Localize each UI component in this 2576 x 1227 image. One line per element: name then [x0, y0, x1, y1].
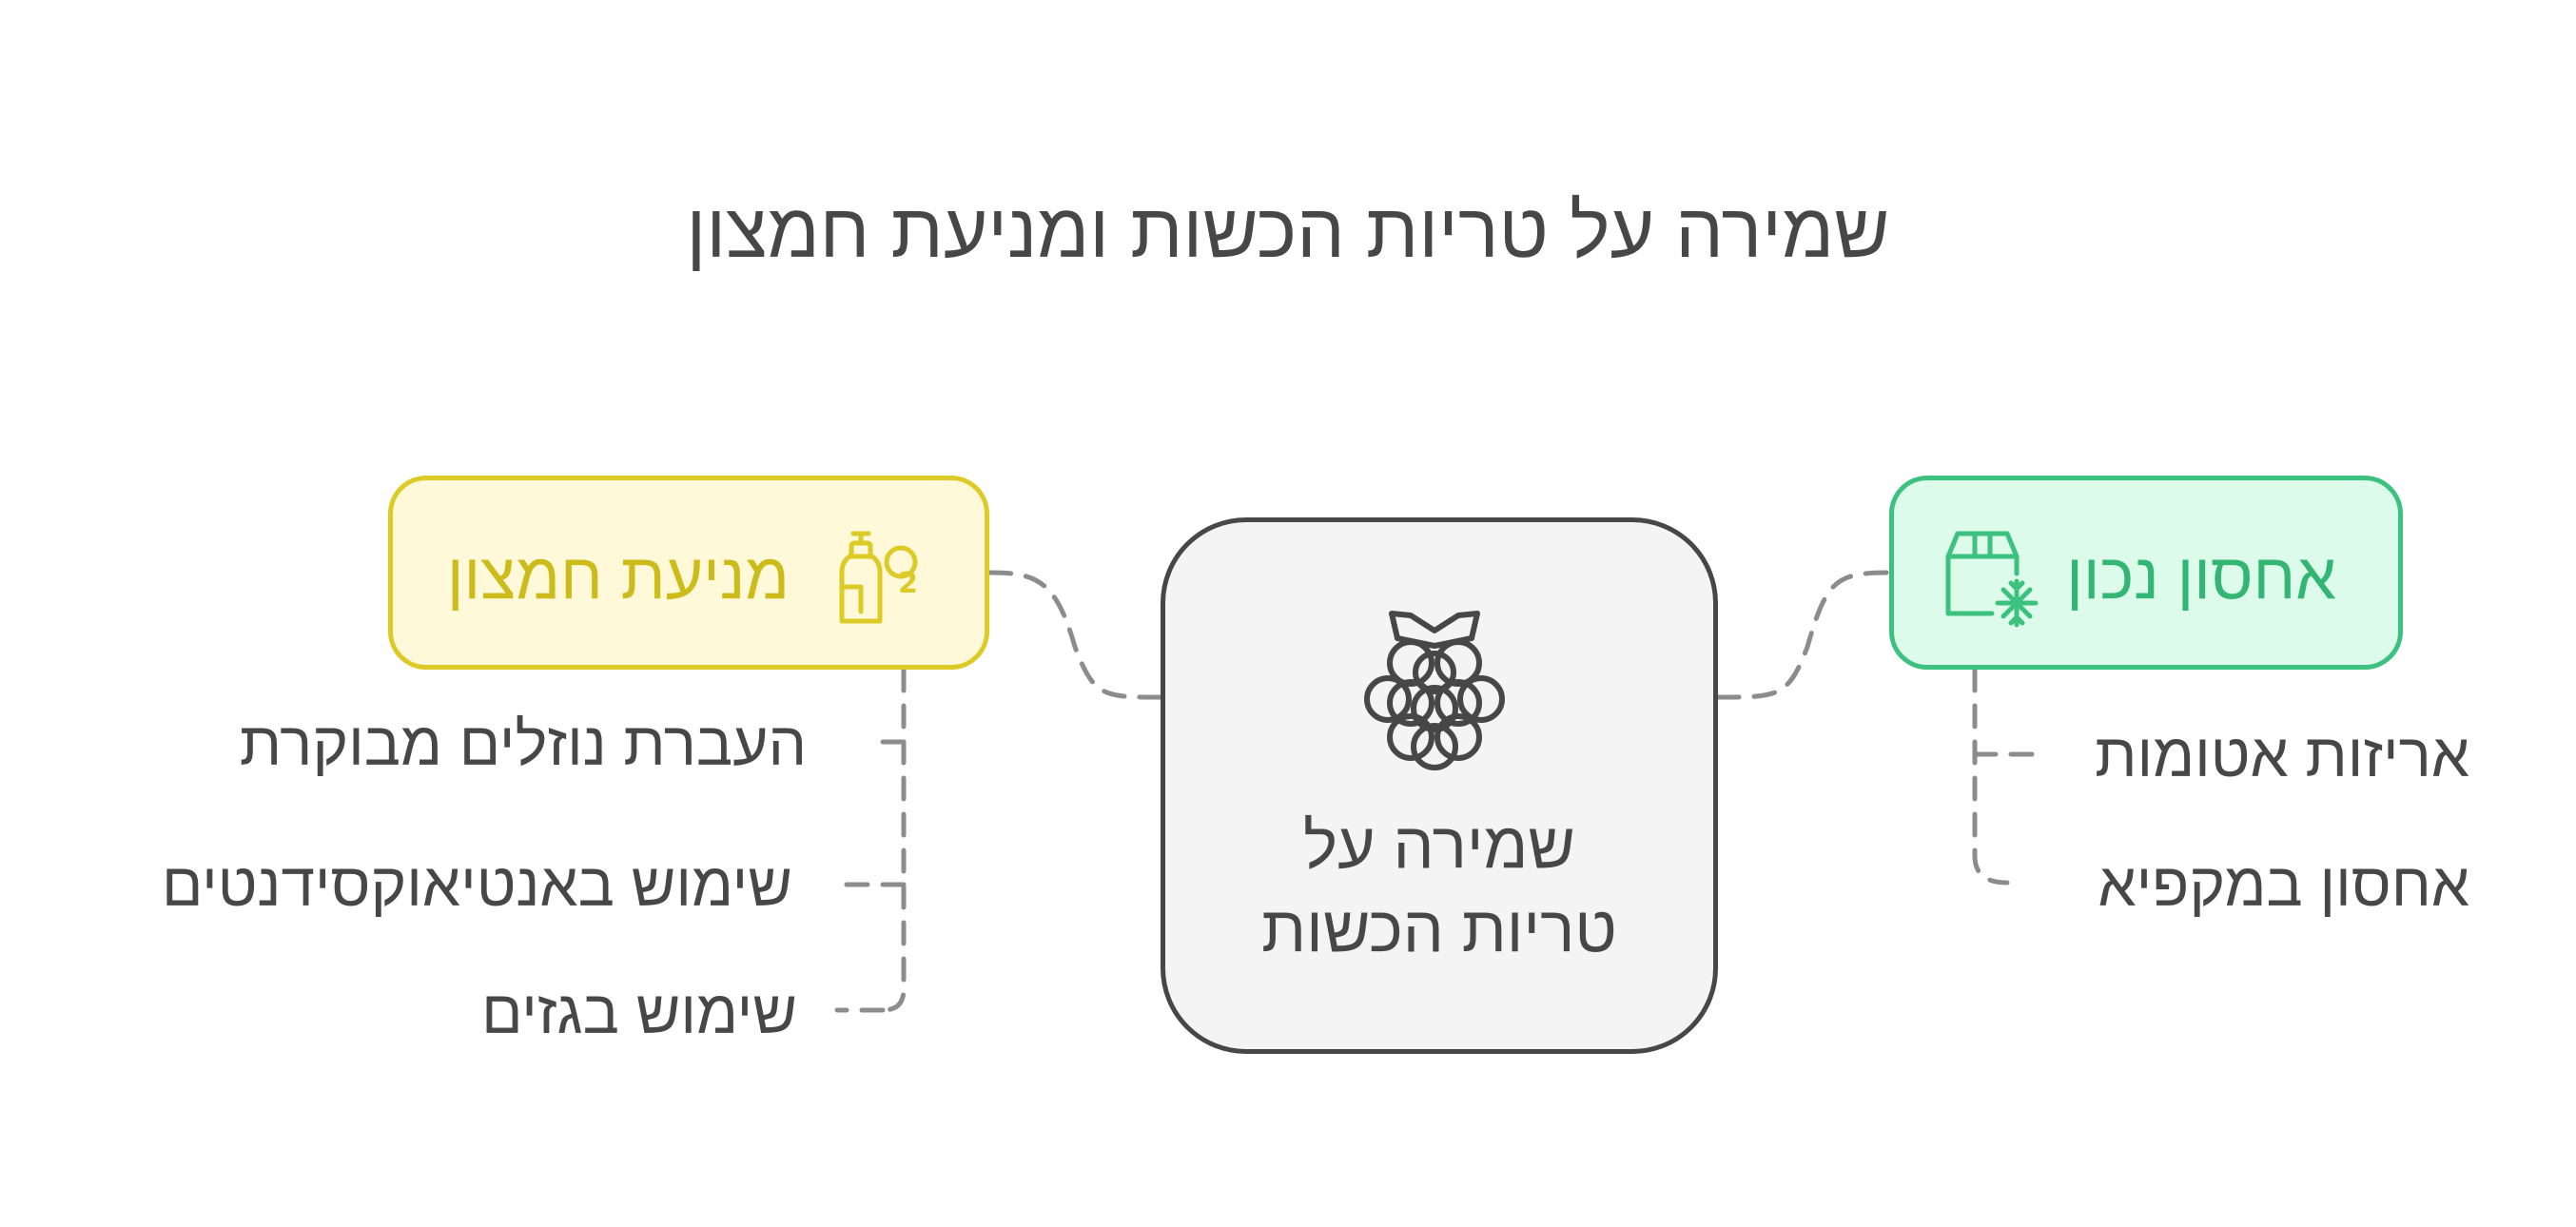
- central-topic-line-1: שמירה על: [1303, 809, 1575, 882]
- connector-center-to-left: [986, 570, 1163, 700]
- raspberry-icon: [1354, 604, 1515, 780]
- oxygen-tank-icon: 2: [832, 518, 946, 637]
- branch-label-oxidation-prevention: מניעת חמצון: [446, 540, 790, 613]
- central-topic-label: שמירה על טריות הכשות: [1165, 804, 1713, 971]
- central-topic-box: שמירה על טריות הכשות: [1161, 517, 1718, 1054]
- right-item-1: אריזות אטומות: [2095, 721, 2469, 789]
- connector-right-trunk: [1972, 667, 2010, 886]
- connector-center-to-right: [1715, 570, 1892, 700]
- branch-box-oxidation-prevention: 2 מניעת חמצון: [388, 476, 989, 670]
- branch-label-proper-storage: אחסון נכון: [2066, 540, 2336, 613]
- left-item-3: שימוש בגזים: [481, 978, 797, 1046]
- o2-subscript: 2: [898, 567, 918, 600]
- frozen-box-icon: [1937, 518, 2051, 637]
- central-topic-line-2: טריות הכשות: [1261, 893, 1617, 965]
- left-item-1: העברת נוזלים מבוקרת: [239, 710, 807, 778]
- diagram-title: שמירה על טריות הכשות ומניעת חמצון: [686, 188, 1890, 273]
- right-item-2: אחסון במקפיא: [2098, 850, 2469, 919]
- connector-left-trunk: [880, 667, 907, 1013]
- left-item-2: שימוש באנטיאוקסידנטים: [162, 850, 792, 919]
- branch-box-proper-storage: אחסון נכון: [1889, 476, 2403, 670]
